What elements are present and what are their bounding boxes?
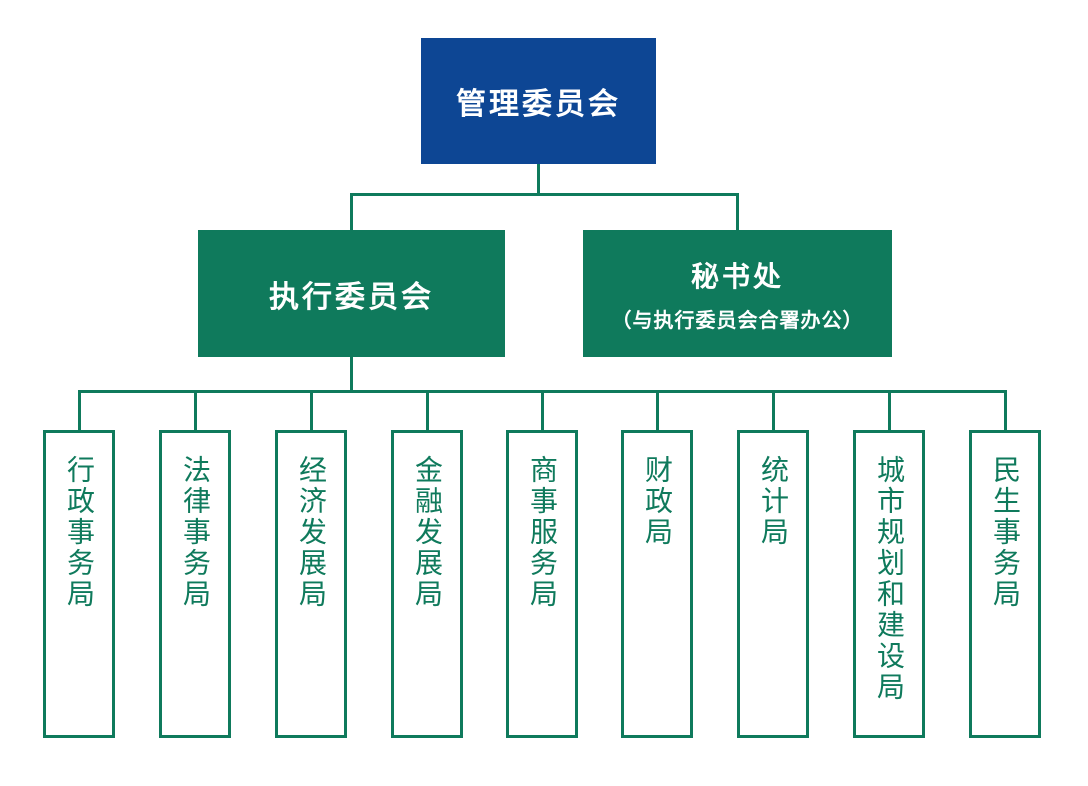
executive-committee-node: 执行委员会 [198, 230, 505, 357]
bureau-financial-development-label: 金融发展局 [412, 455, 443, 610]
bureau-livelihood-affairs: 民生事务局 [969, 430, 1041, 738]
bureau-economic-development-label: 经济发展局 [296, 455, 327, 610]
bureau-statistics: 统计局 [737, 430, 809, 738]
connector-executive-riser [350, 193, 353, 230]
bureau-economic-development: 经济发展局 [275, 430, 347, 738]
connector-root-drop [537, 164, 540, 196]
bureau-finance: 财政局 [621, 430, 693, 738]
bureau-commercial-services-label: 商事服务局 [527, 455, 558, 610]
bureau-finance-label: 财政局 [642, 455, 673, 548]
bureau-urban-planning-construction-label: 城市规划和建设局 [874, 455, 905, 703]
management-committee-label: 管理委员会 [456, 88, 621, 121]
connector-bureau-drop-7 [772, 390, 775, 430]
connector-bureau-drop-1 [78, 390, 81, 430]
bureau-legal-affairs: 法律事务局 [159, 430, 231, 738]
bureau-admin-affairs: 行政事务局 [43, 430, 115, 738]
connector-bureau-drop-5 [541, 390, 544, 430]
bureau-urban-planning-construction: 城市规划和建设局 [853, 430, 925, 738]
connector-secretariat-riser [736, 193, 739, 230]
secretariat-node: 秘书处 （与执行委员会合署办公） [583, 230, 892, 357]
bureau-livelihood-affairs-label: 民生事务局 [990, 455, 1021, 610]
connector-bureau-drop-8 [888, 390, 891, 430]
connector-bureau-drop-4 [426, 390, 429, 430]
bureau-financial-development: 金融发展局 [391, 430, 463, 738]
bureau-statistics-label: 统计局 [758, 455, 789, 548]
connector-bureau-drop-6 [656, 390, 659, 430]
bureau-legal-affairs-label: 法律事务局 [180, 455, 211, 610]
executive-committee-label: 执行委员会 [269, 280, 434, 314]
connector-bureau-drop-9 [1004, 390, 1007, 430]
connector-executive-drop [350, 357, 353, 393]
management-committee-node: 管理委员会 [421, 38, 656, 164]
secretariat-label: 秘书处 [690, 260, 784, 292]
bureau-commercial-services: 商事服务局 [506, 430, 578, 738]
connector-level2-horizontal-bar [350, 193, 739, 196]
bureau-admin-affairs-label: 行政事务局 [64, 455, 95, 610]
connector-bureau-drop-2 [194, 390, 197, 430]
connector-bureau-drop-3 [310, 390, 313, 430]
secretariat-sublabel: （与执行委员会合署办公） [611, 309, 864, 332]
